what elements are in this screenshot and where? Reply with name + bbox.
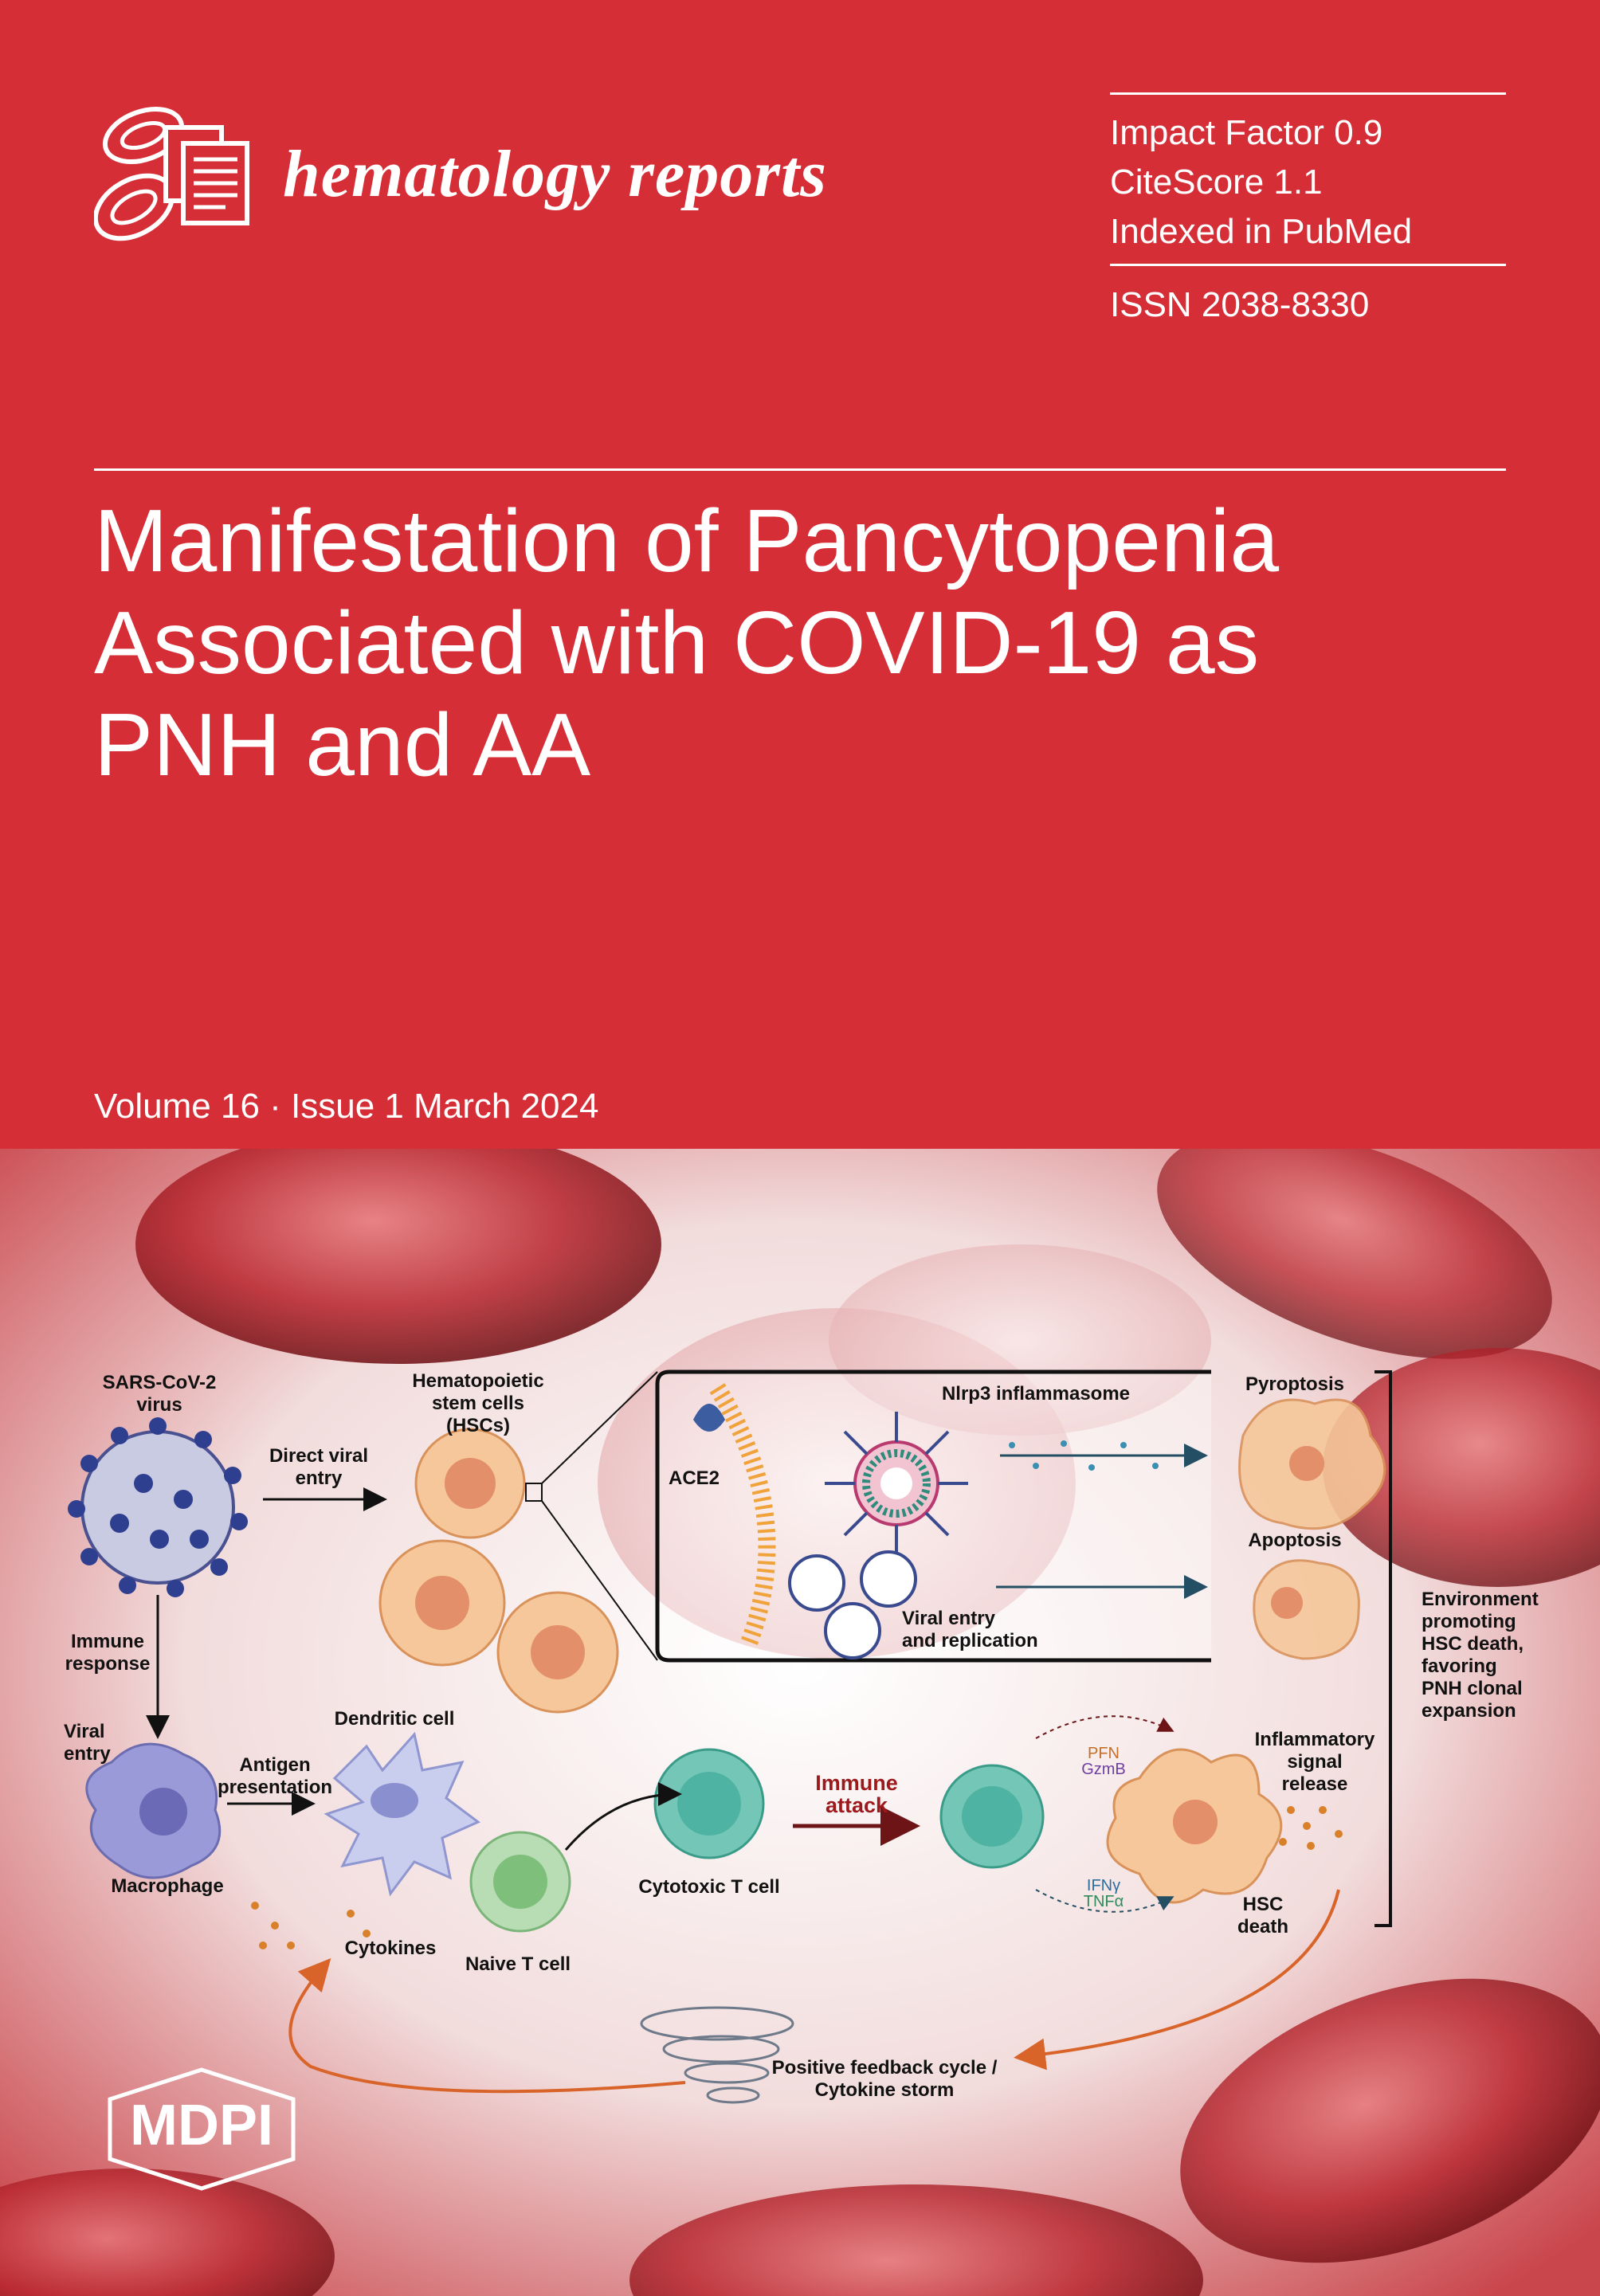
label-dendritic: Dendritic cell bbox=[334, 1708, 455, 1730]
article-title: Manifestation of Pancytopenia Associated… bbox=[94, 490, 1528, 796]
label-immune-attack: Immune attack bbox=[815, 1771, 898, 1817]
article-title-line-2: Associated with COVID-19 as bbox=[94, 594, 1260, 692]
label-environment: Environment promoting HSC death, favorin… bbox=[1422, 1589, 1539, 1722]
metrics-mid-rule bbox=[1110, 264, 1506, 266]
journal-name: hematology reports bbox=[283, 137, 827, 211]
title-rule bbox=[94, 468, 1506, 471]
journal-logo-icon bbox=[94, 107, 249, 241]
label-pfn: PFN bbox=[1088, 1745, 1120, 1762]
indexed-in: Indexed in PubMed bbox=[1110, 212, 1413, 251]
cover-figure: SARS-CoV-2 virus Direct viral entry Hema… bbox=[0, 1149, 1600, 2296]
label-viral-entry: Viral entry bbox=[64, 1721, 111, 1765]
impact-factor: Impact Factor 0.9 bbox=[1110, 113, 1383, 152]
label-pyroptosis: Pyroptosis bbox=[1245, 1373, 1345, 1395]
ace2-receptor bbox=[693, 1404, 725, 1432]
metrics-top-rule bbox=[1110, 92, 1506, 95]
cytokine-storm-icon bbox=[640, 2006, 794, 2104]
label-apoptosis: Apoptosis bbox=[1248, 1530, 1342, 1551]
label-macrophage: Macrophage bbox=[111, 1875, 224, 1897]
label-virus: SARS-CoV-2 virus bbox=[102, 1372, 217, 1416]
cover-header: hematology reports Impact Factor 0.9 Cit… bbox=[94, 92, 1528, 1126]
label-tnf: TNFα bbox=[1083, 1893, 1124, 1910]
label-direct-entry: Direct viral entry bbox=[269, 1445, 369, 1489]
mdpi-wordmark: MDPI bbox=[130, 2094, 273, 2157]
figure-artwork bbox=[0, 1149, 1600, 2296]
label-antigen: Antigen presentation bbox=[217, 1754, 333, 1798]
citescore: CiteScore 1.1 bbox=[1110, 163, 1323, 202]
label-ace2: ACE2 bbox=[668, 1467, 720, 1489]
label-naive-t: Naive T cell bbox=[465, 1953, 571, 1975]
label-cytokines: Cytokines bbox=[344, 1937, 437, 1959]
article-title-line-3: PNH and AA bbox=[94, 695, 591, 794]
label-viral-replication: Viral entry and replication bbox=[902, 1608, 1038, 1651]
mdpi-logo-icon: MDPI bbox=[108, 2067, 296, 2191]
virus-illustration bbox=[68, 1417, 248, 1597]
article-title-line-1: Manifestation of Pancytopenia bbox=[94, 492, 1280, 590]
issue-info: Volume 16 · Issue 1 March 2024 bbox=[94, 1087, 599, 1126]
label-hsc: Hematopoietic stem cells (HSCs) bbox=[412, 1370, 544, 1436]
label-feedback: Positive feedback cycle / Cytokine storm bbox=[771, 2057, 998, 2101]
label-immune-response: Immune response bbox=[65, 1631, 151, 1675]
rbc-bg-1 bbox=[135, 1149, 661, 1364]
issn: ISSN 2038-8330 bbox=[1110, 285, 1370, 324]
label-inflammatory: Inflammatory signal release bbox=[1254, 1729, 1375, 1795]
hsc-cells bbox=[378, 1428, 619, 1714]
label-ifn: IFNγ bbox=[1086, 1877, 1121, 1894]
label-nlrp3: Nlrp3 inflammasome bbox=[941, 1383, 1131, 1405]
label-cytotoxic-t: Cytotoxic T cell bbox=[638, 1876, 780, 1898]
label-hsc-death: HSC death bbox=[1237, 1894, 1288, 1937]
label-gzmb: GzmB bbox=[1081, 1761, 1126, 1778]
